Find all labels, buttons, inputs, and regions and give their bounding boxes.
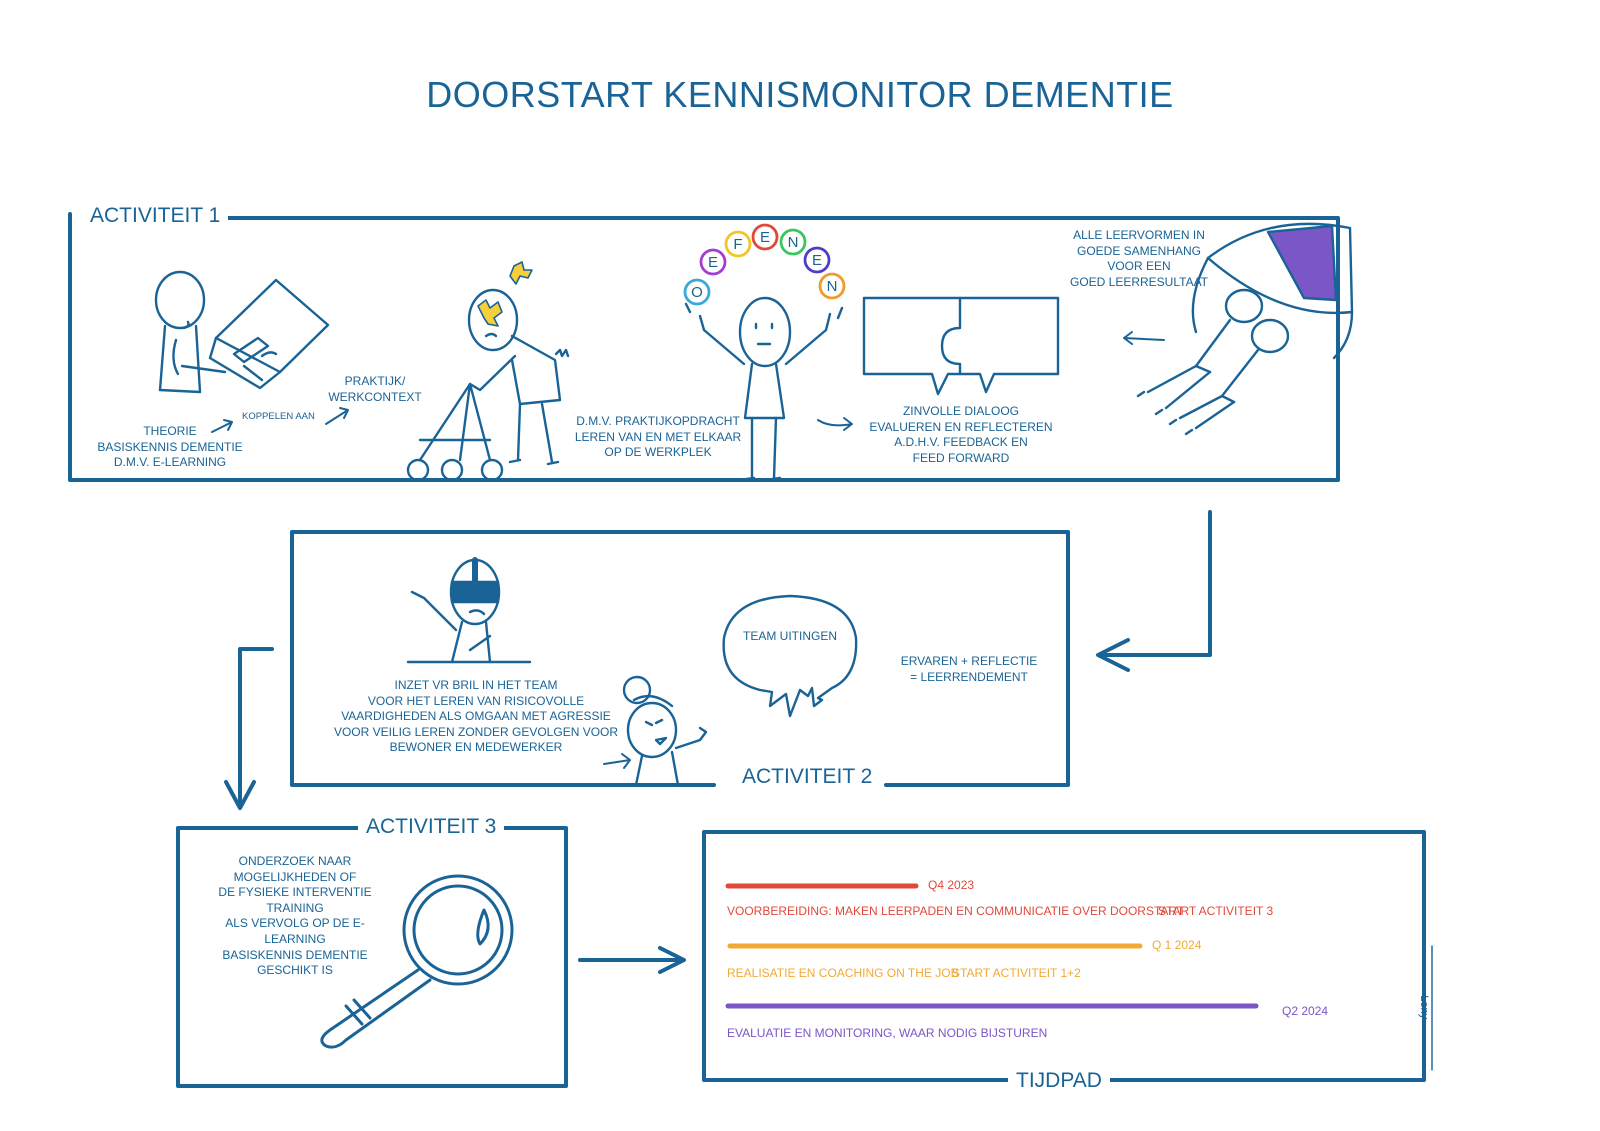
activiteit-1-arrows bbox=[211, 331, 1165, 433]
flow-arrow-1-to-2 bbox=[1096, 510, 1212, 672]
timeline-extra-q4: START ACTIVITEIT 3 bbox=[1158, 904, 1274, 918]
leervormen-text: ALLE LEERVORMEN IN GOEDE SAMENHANG VOOR … bbox=[1069, 228, 1209, 289]
theorie-text: THEORIE BASISKENNIS DEMENTIE D.M.V. E-LE… bbox=[97, 424, 243, 470]
oefenen-letter: N bbox=[827, 278, 838, 295]
timeline-period-q4: Q4 2023 bbox=[928, 878, 975, 892]
speech-bubble-icon bbox=[722, 594, 858, 718]
oefenen-letter: N bbox=[788, 234, 799, 251]
vr-bril-text: INZET VR BRIL IN HET TEAM VOOR HET LEREN… bbox=[333, 678, 619, 755]
tijdpad-header: TIJDPAD bbox=[1008, 1067, 1110, 1095]
activiteit-2-header: ACTIVITEIT 2 bbox=[734, 763, 881, 791]
timeline-label-q2: EVALUATIE EN MONITORING, WAAR NODIG BIJS… bbox=[727, 1026, 1048, 1040]
flow-arrow-2-to-3 bbox=[224, 647, 274, 810]
activiteit-1-frame bbox=[68, 212, 1340, 482]
oefenen-letter: F bbox=[733, 236, 742, 253]
juggler-icon bbox=[684, 296, 844, 482]
angry-person-icon bbox=[603, 675, 708, 787]
team-uitingen-text: TEAM UITINGEN bbox=[742, 629, 837, 643]
dialoog-text: ZINVOLLE DIALOOG EVALUEREN EN REFLECTERE… bbox=[869, 404, 1053, 465]
praktijk-text: PRAKTIJK/ WERKCONTEXT bbox=[328, 374, 422, 404]
magnifying-glass-icon bbox=[320, 874, 514, 1049]
timeline-label-q4: VOORBEREIDING: MAKEN LEERPADEN EN COMMUN… bbox=[727, 904, 1185, 918]
timeline-bars bbox=[725, 883, 1259, 1009]
onderzoek-text: ONDERZOEK NAAR MOGELIJKHEDEN OF DE FYSIE… bbox=[218, 854, 372, 978]
oefenen-letter: O bbox=[691, 284, 703, 301]
activiteit-3-frame bbox=[176, 826, 568, 1088]
oefenen-circles bbox=[683, 223, 846, 306]
activiteit-2-frame bbox=[290, 530, 1070, 787]
oefenen-letter: E bbox=[760, 229, 770, 246]
timeline-extra-q1: START ACTIVITEIT 1+2 bbox=[952, 966, 1081, 980]
timeline-period-q1: Q 1 2024 bbox=[1152, 938, 1202, 952]
ervaren-text: ERVAREN + REFLECTIE = LEERRENDEMENT bbox=[900, 654, 1038, 684]
page-title: DOORSTART KENNISMONITOR DEMENTIE bbox=[426, 74, 1174, 115]
activiteit-1-header: ACTIVITEIT 1 bbox=[82, 202, 229, 230]
learner-at-laptop-icon bbox=[154, 270, 330, 394]
oefenen-letter: E bbox=[812, 252, 822, 269]
parachute-duo-icon bbox=[1136, 222, 1354, 436]
timeline-label-q1: REALISATIE EN COACHING ON THE JOB bbox=[727, 966, 959, 980]
flow-arrow-3-to-tijdpad bbox=[578, 946, 686, 974]
oefenen-letters: O E F E N E N bbox=[691, 229, 837, 301]
koppelen-text: KOPPELEN AAN bbox=[242, 411, 315, 422]
puzzle-speech-bubbles-icon bbox=[862, 296, 1060, 396]
person-with-walker-icon bbox=[406, 261, 570, 482]
oefenen-letter: E bbox=[708, 254, 718, 271]
praktijkopdracht-text: D.M.V. PRAKTIJKOPDRACHT LEREN VAN EN MET… bbox=[574, 414, 742, 460]
timeline-period-q2: Q2 2024 bbox=[1282, 1004, 1329, 1018]
vr-headset-person-icon bbox=[406, 557, 532, 664]
activiteit-3-header: ACTIVITEIT 3 bbox=[358, 813, 505, 841]
signature-text: Leny bbox=[1418, 995, 1431, 1020]
tijdpad-frame bbox=[702, 830, 1426, 1082]
